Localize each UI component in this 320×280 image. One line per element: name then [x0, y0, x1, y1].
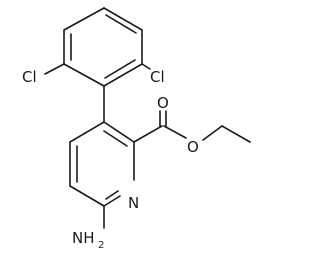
bond [202, 125, 223, 141]
atom-ester-o: O [187, 138, 199, 156]
pyridine-ring: N [69, 121, 139, 212]
atom-ring-n: N [128, 194, 139, 212]
bond [221, 125, 251, 143]
bond [69, 185, 105, 207]
bond [103, 121, 135, 143]
chlorine-substituents: Cl Cl [22, 63, 165, 86]
bond [69, 121, 105, 143]
double-bond-inner [105, 190, 119, 200]
dichlorophenyl-ring [63, 7, 143, 87]
double-bond-inner [105, 14, 137, 34]
double-bond-inner [103, 130, 128, 147]
amino-group: NH 2 [72, 205, 105, 251]
atom-amine-subscript: 2 [98, 240, 104, 251]
bond [163, 125, 187, 139]
bond [63, 7, 105, 31]
bond [141, 63, 151, 70]
bond [103, 195, 121, 207]
bond [103, 63, 143, 87]
atom-amine: NH [72, 229, 95, 247]
double-bond-inner [104, 59, 136, 79]
molecule-structure: Cl Cl N NH 2 O O [22, 7, 251, 251]
bond [133, 125, 163, 143]
atom-carbonyl-o: O [157, 94, 169, 112]
atom-cl-left: Cl [22, 68, 37, 86]
structure-canvas: Cl Cl N NH 2 O O [22, 7, 251, 251]
bond [103, 7, 143, 31]
bond [63, 63, 105, 87]
bond [44, 63, 65, 75]
atom-cl-right: Cl [150, 68, 165, 86]
ethyl-ester-group: O O [133, 94, 251, 156]
